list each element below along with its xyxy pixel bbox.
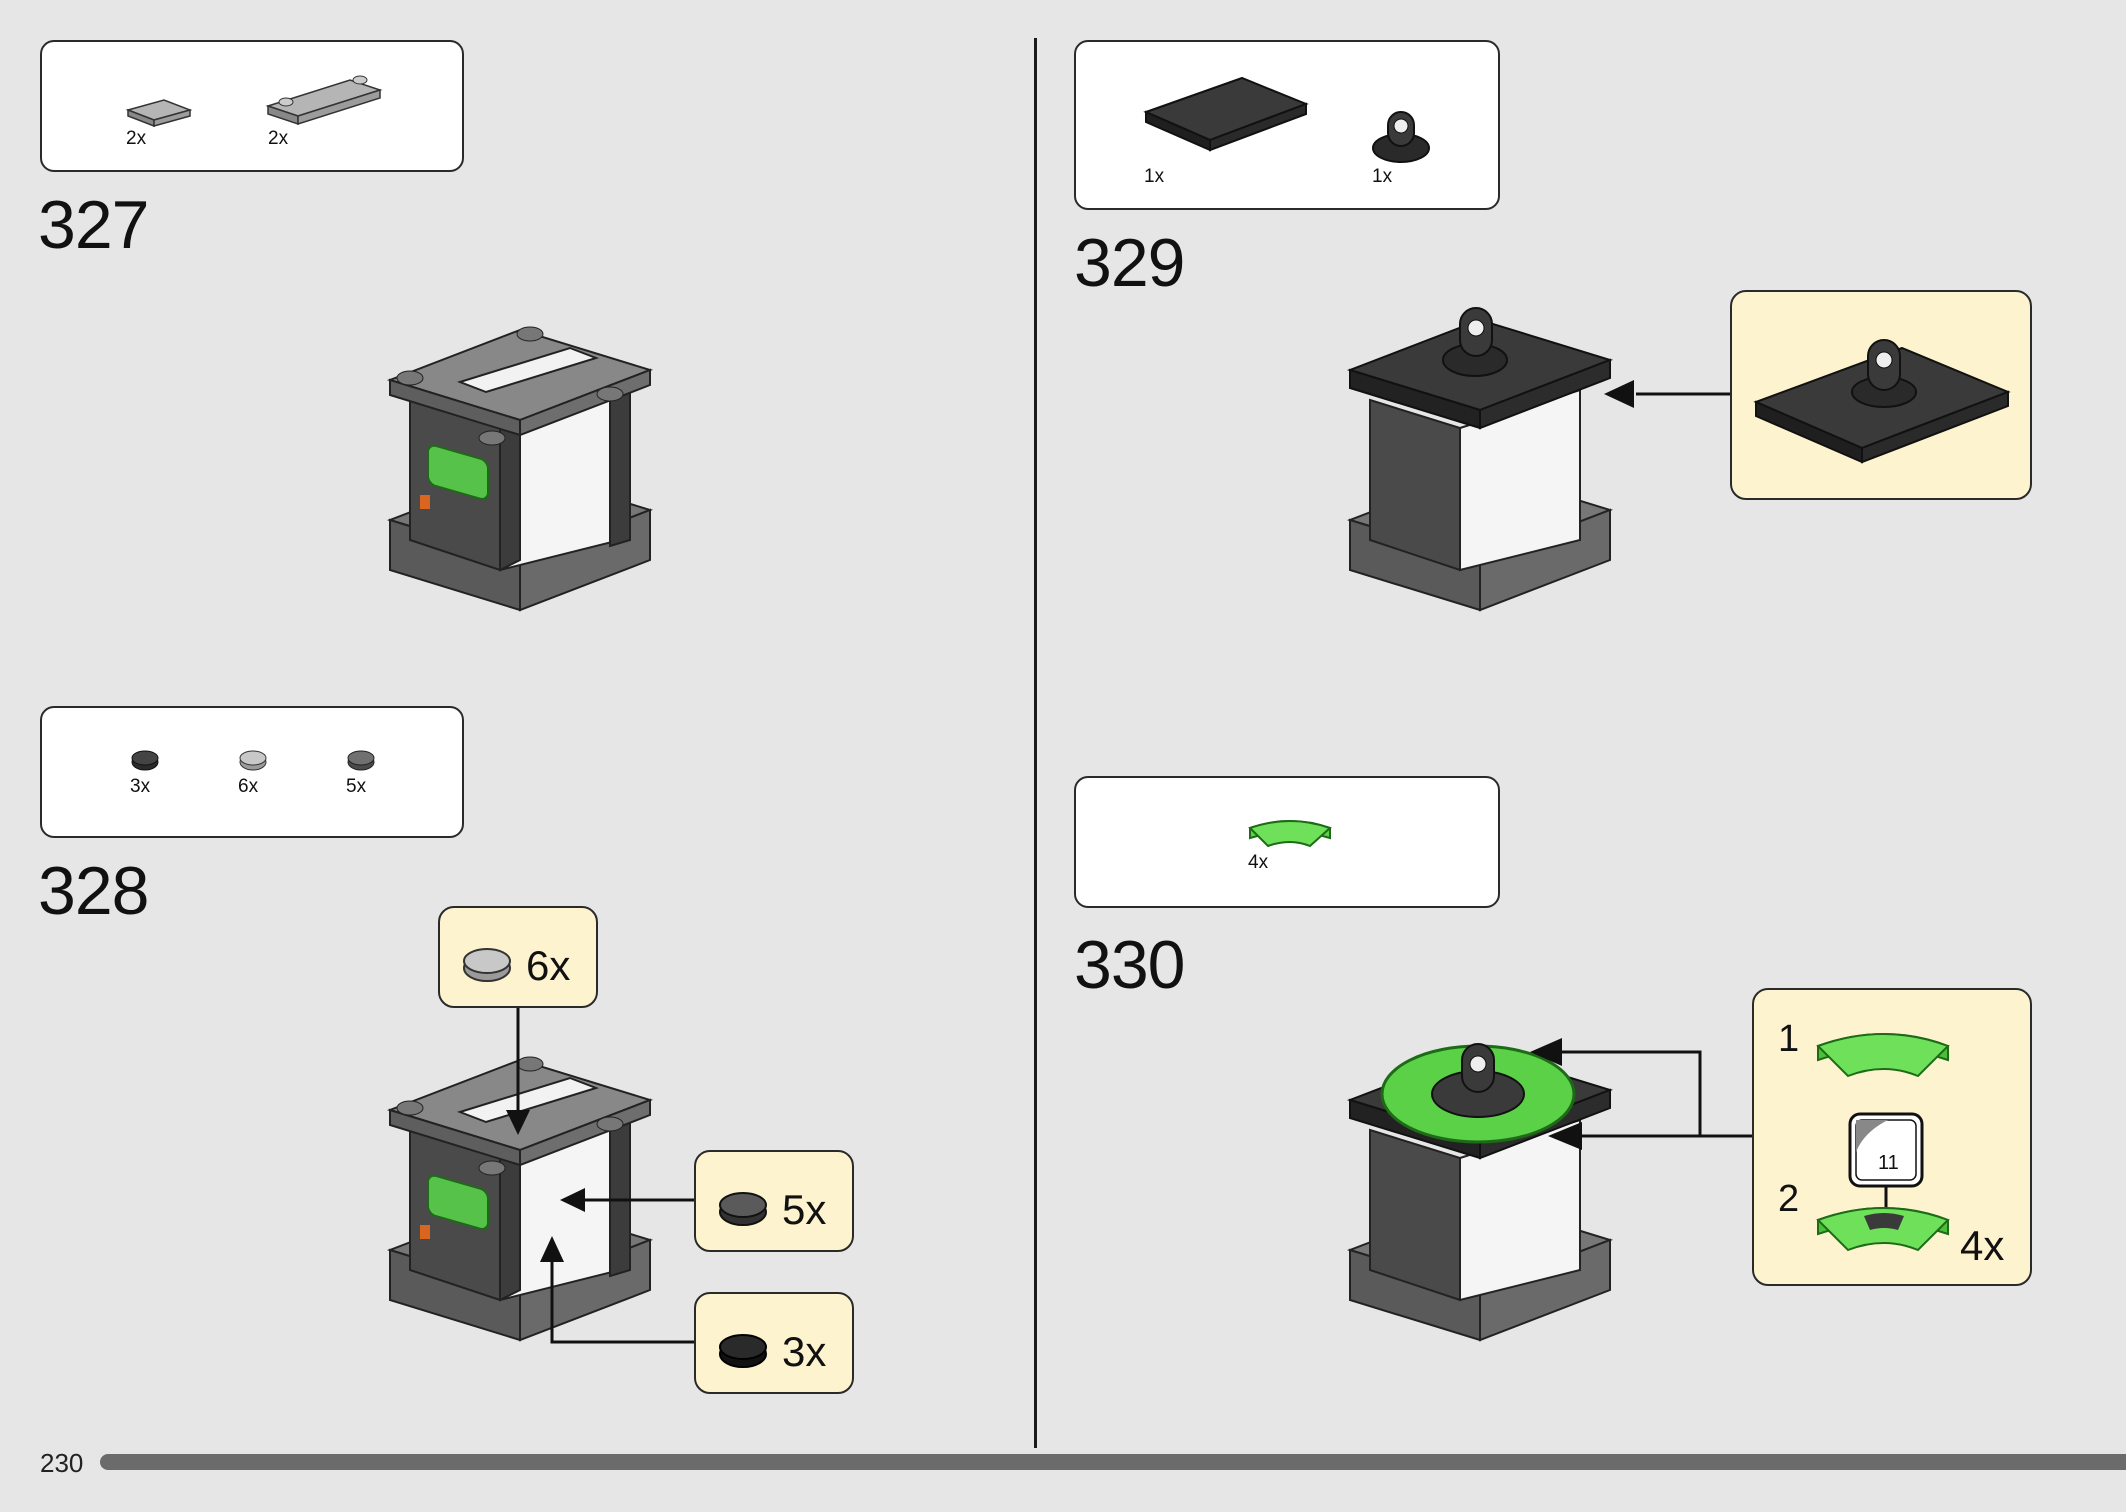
grey-plate-1x4-icon [265, 75, 383, 126]
callout-count-5x: 5x [782, 1186, 827, 1233]
page-divider [1034, 38, 1037, 1448]
part-count-327-2: 2x [268, 128, 289, 149]
substep-1-label: 1 [1778, 1018, 1800, 1060]
light-round-tile-icon [239, 750, 267, 771]
green-curved-tile-icon [1816, 1033, 1950, 1078]
part-count-330-1: 4x [1248, 852, 1269, 873]
part-count-329-2: 1x [1372, 166, 1393, 187]
step-number-328: 328 [38, 853, 149, 929]
mid-round-tile-icon [347, 750, 375, 771]
green-curved-tile-icon [1248, 820, 1332, 848]
callout-330-subassembly: 1 11 2 4x [1752, 988, 2032, 1286]
green-curved-tile-with-sticker-icon [1816, 1207, 1950, 1252]
light-round-tile-icon [463, 948, 511, 982]
model-step-330 [1346, 1043, 1614, 1342]
callout-6x: 6x [438, 906, 598, 1008]
step-number-330: 330 [1074, 927, 1185, 1003]
step-number-327: 327 [38, 187, 149, 263]
model-step-329 [1346, 307, 1614, 612]
callout-count-4x: 4x [1960, 1222, 2005, 1269]
dark-round-tile-icon [131, 750, 159, 771]
part-count-327-1: 2x [126, 128, 147, 149]
callout-329-subassembly [1730, 290, 2032, 500]
sticker-icon [1848, 1112, 1924, 1216]
parts-list-327: 2x 2x [40, 40, 464, 172]
sticker-number: 11 [1878, 1152, 1899, 1174]
substep-2-label: 2 [1778, 1178, 1800, 1220]
model-step-327 [386, 326, 654, 612]
parts-list-330: 4x [1074, 776, 1500, 908]
progress-bar [100, 1454, 2126, 1470]
step-number-329: 329 [1074, 225, 1185, 301]
part-count-329-1: 1x [1144, 166, 1165, 187]
parts-list-329: 1x 1x [1074, 40, 1500, 210]
parts-list-328: 3x 6x 5x [40, 706, 464, 838]
black-plate-with-mount-icon [1753, 339, 2011, 464]
black-plate-4x4-icon [1143, 76, 1309, 152]
callout-3x: 3x [694, 1292, 854, 1394]
part-count-328-2: 6x [238, 776, 259, 797]
model-step-328 [386, 1056, 654, 1342]
mid-round-tile-icon [719, 1192, 767, 1226]
part-count-328-3: 5x [346, 776, 367, 797]
grey-tile-1x2-icon [125, 99, 193, 128]
callout-count-6x: 6x [526, 942, 571, 989]
dark-round-tile-icon [719, 1334, 767, 1368]
callout-5x: 5x [694, 1150, 854, 1252]
callout-count-3x: 3x [782, 1328, 827, 1375]
part-count-328-1: 3x [130, 776, 151, 797]
page-number: 230 [40, 1448, 84, 1478]
black-round-mount-icon [1372, 111, 1430, 163]
